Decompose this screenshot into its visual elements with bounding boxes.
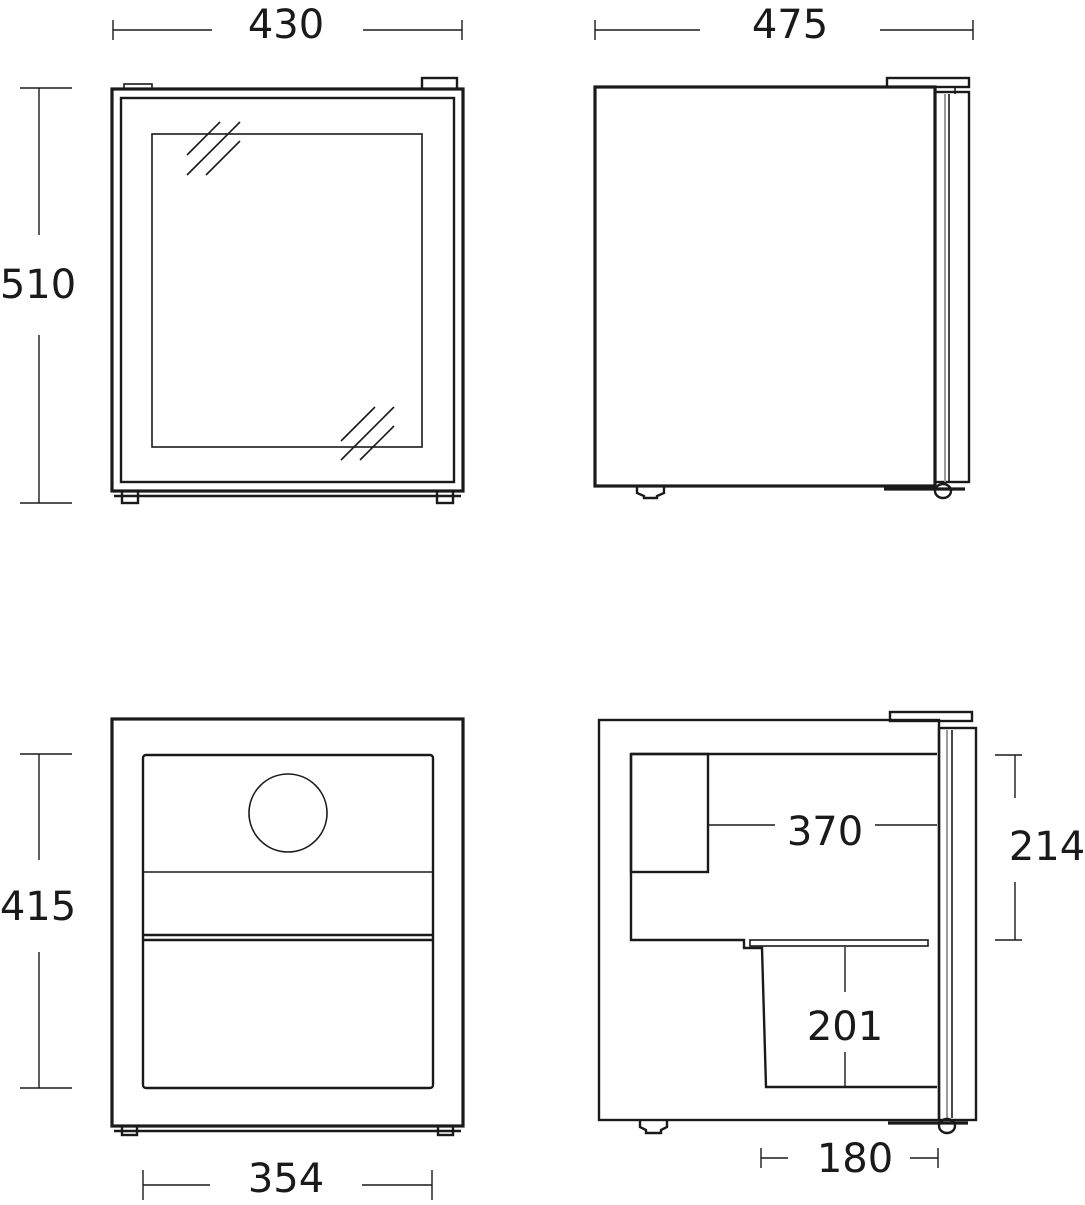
foot-left bbox=[120, 489, 140, 505]
dimension-201: 201 bbox=[807, 947, 883, 1087]
dimension-510: 510 bbox=[0, 87, 76, 504]
label-214: 214 bbox=[1009, 824, 1085, 870]
dimension-415: 415 bbox=[0, 753, 76, 1089]
label-430: 430 bbox=[248, 2, 324, 48]
front-view-interior: 415 354 bbox=[0, 717, 465, 1202]
thermostat-dial bbox=[248, 773, 328, 853]
dimension-475: 475 bbox=[594, 2, 974, 48]
dimension-214: 214 bbox=[995, 754, 1085, 941]
label-510: 510 bbox=[0, 262, 76, 308]
side-view-interior: 370 201 214 180 bbox=[597, 710, 1085, 1182]
shelf bbox=[749, 939, 929, 947]
dimension-370: 370 bbox=[709, 809, 937, 855]
label-180: 180 bbox=[817, 1136, 893, 1182]
label-415: 415 bbox=[0, 884, 76, 930]
front-view-exterior: 430 510 bbox=[0, 2, 465, 505]
dimension-430: 430 bbox=[112, 2, 463, 48]
freezer-compartment bbox=[629, 752, 710, 874]
label-354: 354 bbox=[248, 1156, 324, 1200]
label-370: 370 bbox=[787, 809, 863, 855]
glass-window bbox=[151, 133, 423, 448]
foot-left bbox=[120, 1124, 139, 1137]
dimension-354: 354 bbox=[142, 1156, 433, 1202]
side-view-exterior: 475 bbox=[593, 2, 974, 500]
dimension-180: 180 bbox=[760, 1136, 939, 1182]
foot-right bbox=[436, 1124, 455, 1137]
label-475: 475 bbox=[752, 2, 828, 48]
foot-right bbox=[435, 489, 455, 505]
label-201: 201 bbox=[807, 1004, 883, 1050]
